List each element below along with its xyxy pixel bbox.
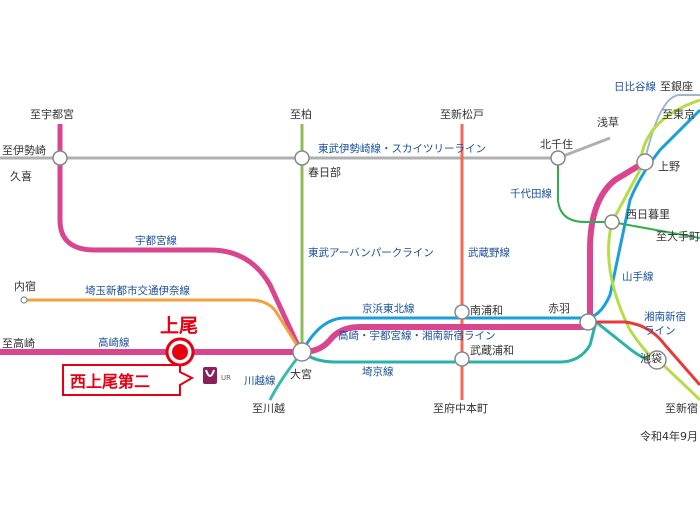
dest-shinmatsudo: 至新松戸 [440, 107, 484, 121]
hibiya-line [644, 94, 700, 161]
utsunomiya-line [57, 124, 303, 352]
ur-logo-swoosh [205, 369, 215, 377]
ur-logo-text: UR [221, 374, 231, 382]
station-marker-musashiurawa [454, 351, 470, 367]
label-saikyo: 埼京線 [362, 365, 394, 378]
station-ikebukuro: 池袋 [640, 351, 662, 365]
station-markers [20, 150, 667, 370]
label-hibiya: 日比谷線 [614, 80, 656, 93]
station-minamiurawa: 南浦和 [470, 304, 503, 317]
station-marker-omiya [292, 342, 312, 362]
station-marker-ueno [636, 153, 654, 171]
label-yamanote: 山手線 [622, 270, 654, 283]
station-ageo-current: 上尾 [160, 315, 198, 337]
dest-kashiwa: 至柏 [290, 107, 312, 121]
station-marker-kuki [52, 150, 68, 166]
keihin-tohoku-line [300, 108, 700, 353]
station-kitasenju: 北千住 [540, 137, 573, 151]
station-marker-kasukabe [294, 150, 310, 166]
callout-box [62, 364, 195, 396]
dest-isesaki: 至伊勢崎 [2, 143, 46, 157]
label-musashino: 武蔵野線 [468, 246, 510, 259]
label-keihin-tohoku: 京浜東北線 [362, 302, 415, 315]
dest-fuchu: 至府中本町 [433, 401, 488, 415]
station-kasukabe: 春日部 [308, 165, 341, 179]
station-akabane: 赤羽 [548, 302, 570, 315]
dest-kawagoe: 至川越 [252, 401, 285, 415]
station-asakusa: 浅草 [597, 116, 619, 129]
dest-ginza: 至銀座 [660, 79, 693, 93]
takasaki-line [0, 162, 642, 355]
dest-takasaki: 至高崎 [2, 336, 35, 350]
chiyoda-line [557, 158, 700, 239]
label-shonan-shinjuku-1: 湘南新宿 [644, 310, 686, 323]
label-through-service: 高崎・宇都宮線・湘南新宿ライン [338, 329, 496, 342]
station-marker-uchijuku [20, 296, 28, 304]
shonan-shinjuku-line [590, 320, 700, 386]
station-ueno: 上野 [658, 160, 680, 173]
label-utsunomiya: 宇都宮線 [135, 234, 177, 247]
station-marker-ikebukuro [647, 350, 667, 370]
dest-tokyo: 至東京 [662, 107, 695, 121]
station-musashiurawa: 武蔵浦和 [470, 344, 514, 357]
dest-shinjuku: 至新宿 [665, 401, 698, 415]
label-takasaki: 高崎線 [98, 336, 130, 349]
station-marker-minamiurawa [454, 304, 470, 320]
station-marker-nishinippori [604, 214, 620, 230]
callout-label: 西上尾第二 [70, 372, 150, 391]
label-kawagoe: 川越線 [244, 374, 276, 387]
label-tobu-urban-park: 東武アーバンパークライン [308, 246, 434, 259]
ur-logo: UR [203, 367, 231, 384]
saikyo-line [301, 319, 661, 364]
dest-otemachi: 至大手町 [656, 229, 700, 243]
station-marker-akabane [579, 313, 597, 331]
station-omiya: 大宮 [290, 367, 312, 381]
station-uchijuku: 内宿 [14, 279, 36, 293]
dest-utsunomiya: 至宇都宮 [30, 107, 74, 121]
station-marker-kitasenju [550, 150, 566, 166]
current-station-inner [172, 344, 188, 360]
label-shonan-shinjuku-2: ライン [644, 325, 676, 337]
label-ina: 埼玉新都市交通伊奈線 [85, 284, 190, 297]
label-chiyoda: 千代田線 [510, 187, 552, 200]
label-tobu-isesaki: 東武伊勢崎線・スカイツリーライン [318, 142, 486, 155]
station-nishinippori: 西日暮里 [626, 207, 670, 221]
location-callout: 西上尾第二 [62, 364, 195, 396]
ina-line [24, 298, 302, 351]
yamanote-line [607, 98, 700, 402]
station-kuki: 久喜 [10, 170, 32, 183]
date-note: 令和4年9月 現在 [640, 429, 700, 443]
